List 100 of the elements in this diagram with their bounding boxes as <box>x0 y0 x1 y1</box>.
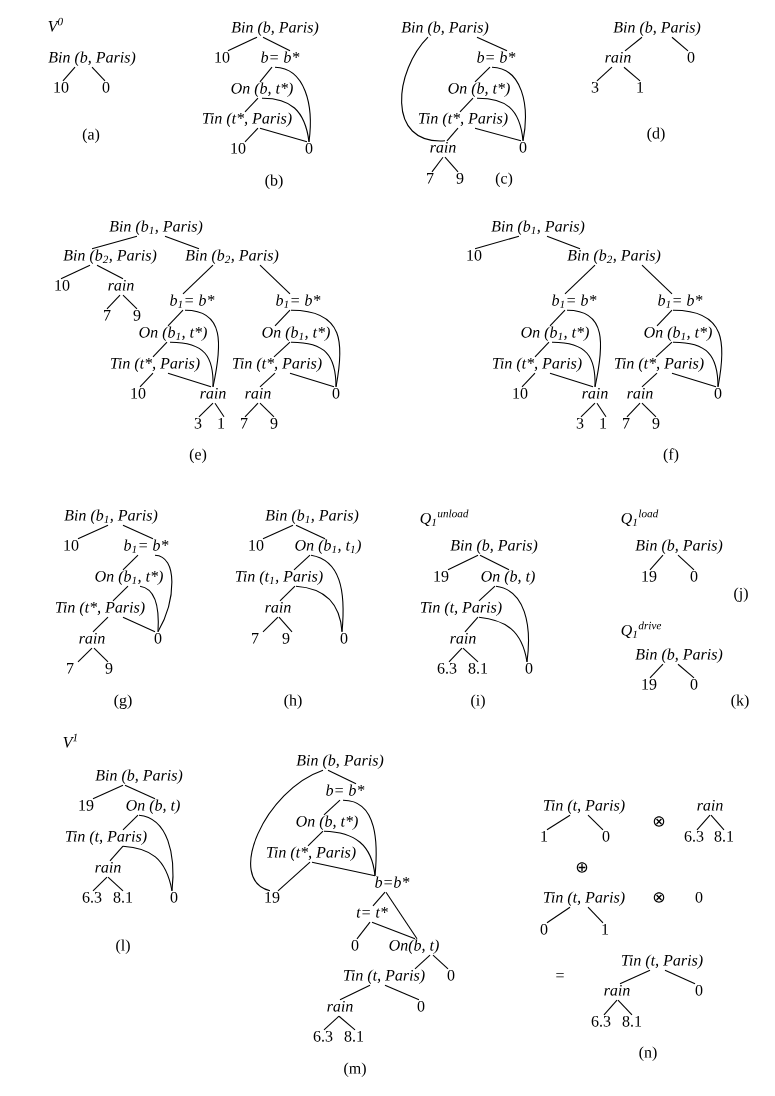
decision-label: On (b, t*) <box>296 815 358 830</box>
branch-line <box>259 127 308 143</box>
branch-line <box>244 127 259 143</box>
branch-curve <box>551 341 596 388</box>
leaf-value: 7 <box>623 418 630 429</box>
decision-label: Bin (b$_{2}$, Paris) <box>185 249 279 264</box>
leaf-value: 0 <box>305 142 313 154</box>
branch-line <box>603 999 618 1016</box>
branch-line <box>307 830 324 847</box>
operator-symbol: ⊗ <box>653 816 665 827</box>
branch-curve <box>169 341 214 388</box>
panel-label: (h) <box>284 694 302 709</box>
branch-line <box>293 554 311 571</box>
branch-line <box>623 66 641 82</box>
leaf-value: 0 <box>447 969 455 981</box>
decision-label: b$_{1}$= b* <box>124 539 169 554</box>
decision-label: b= b* <box>326 784 365 796</box>
branch-line <box>244 97 259 113</box>
branch-line <box>273 341 291 358</box>
branch-line <box>624 36 643 52</box>
decision-label: t= t* <box>356 907 388 918</box>
branch-curve <box>672 341 719 388</box>
leaf-value: 0 <box>695 984 703 996</box>
decision-label: Bin (b, Paris) <box>296 754 384 769</box>
branch-line <box>431 156 444 173</box>
leaf-value: 0 <box>154 632 162 644</box>
decision-label: rain <box>697 799 723 811</box>
leaf-value: 10 <box>215 51 230 63</box>
panel-label: (k) <box>731 694 749 709</box>
branch-line <box>259 66 273 83</box>
branch-curve <box>261 97 310 143</box>
decision-label: Bin (b, Paris) <box>95 769 183 784</box>
leaf-value: 8.1 <box>468 662 488 674</box>
branch-line <box>122 524 154 540</box>
branch-line <box>664 969 696 985</box>
branch-line <box>649 663 664 679</box>
decision-label: Tin (t*, Paris) <box>110 357 200 372</box>
decision-label: Bin (b, Paris) <box>450 539 538 554</box>
leaf-value: 7 <box>104 310 111 321</box>
branch-line <box>671 36 689 52</box>
panel-label: (j) <box>734 587 748 602</box>
panel-label: (d) <box>647 127 665 142</box>
branch-line <box>446 127 459 142</box>
branch-curve <box>310 554 344 633</box>
branch-line <box>384 984 420 1001</box>
branch-line <box>464 616 479 633</box>
decision-label: rain <box>327 1000 353 1012</box>
decision-label: On (b, t) <box>481 570 535 585</box>
branch-curve <box>250 769 324 892</box>
branch-line <box>62 66 76 82</box>
branch-curve <box>154 554 173 633</box>
leaf-value: 1 <box>541 830 548 842</box>
decision-label: Bin (b$_{1}$, Paris) <box>265 509 359 524</box>
leaf-value: 0 <box>340 632 348 644</box>
panel-label: (g) <box>114 694 132 709</box>
branch-line <box>60 264 91 280</box>
decision-label: Bin (b, Paris) <box>231 21 319 36</box>
leaf-value: 9 <box>652 417 660 429</box>
branch-line <box>641 372 658 388</box>
decision-label: rain <box>108 279 134 291</box>
leaf-value: 10 <box>467 249 482 261</box>
leaf-value: 19 <box>642 678 657 690</box>
leaf-value: 9 <box>456 172 464 184</box>
branch-line <box>459 97 474 113</box>
branch-curve <box>342 799 377 877</box>
branch-line <box>278 616 293 633</box>
decision-label: On (b$_{1}$, t$_{1}$) <box>295 539 361 554</box>
decision-label: Tin (t, Paris) <box>621 954 703 969</box>
branch-line <box>474 235 520 250</box>
branch-line <box>279 585 296 602</box>
leaf-value: 10 <box>54 81 69 93</box>
branch-line <box>122 616 156 633</box>
equals-sign: = <box>556 973 564 978</box>
decision-label: Bin (b, Paris) <box>48 51 136 66</box>
branch-line <box>671 372 717 388</box>
branch-line <box>167 309 184 327</box>
decision-label: rain <box>265 601 291 613</box>
branch-line <box>259 372 276 388</box>
decision-label: rain <box>582 387 608 399</box>
branch-line <box>91 66 106 82</box>
branch-line <box>372 891 386 907</box>
panel-label: (a) <box>82 128 100 143</box>
branch-line <box>371 921 416 940</box>
branch-curve <box>476 97 524 142</box>
decision-label: On(b, t) <box>389 939 439 954</box>
decision-label: b= b* <box>477 51 516 63</box>
decision-label: On (b$_{1}$, t*) <box>95 570 163 585</box>
leaf-value: 8.1 <box>344 1030 364 1042</box>
branch-line <box>580 402 596 418</box>
branch-line <box>91 235 138 250</box>
branch-line <box>564 264 596 295</box>
leaf-value: 10 <box>231 142 246 154</box>
leaf-value: 8.1 <box>622 1015 642 1027</box>
branch-line <box>167 372 212 388</box>
branch-line <box>474 127 522 142</box>
decision-label: Bin (b, Paris) <box>635 539 723 554</box>
branch-line <box>182 264 214 295</box>
leaf-value: 6.3 <box>82 891 102 903</box>
panel-label: (e) <box>189 448 207 463</box>
leaf-value: 9 <box>133 309 141 321</box>
